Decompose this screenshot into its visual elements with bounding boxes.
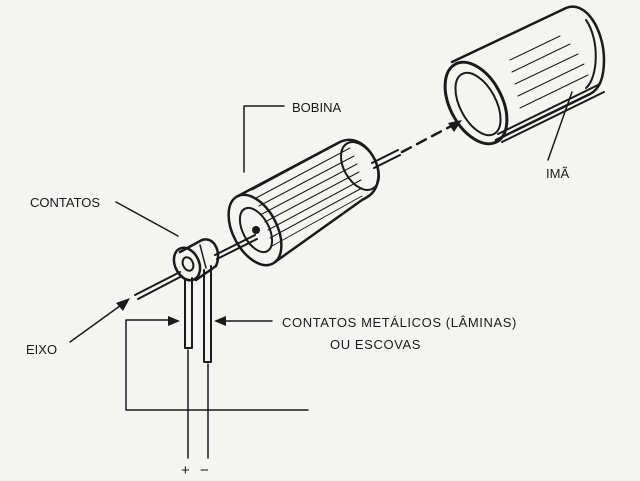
terminal-wires: [125, 319, 309, 459]
commutator: [172, 238, 220, 282]
label-eixo: EIXO: [26, 342, 57, 357]
arrowhead-icon: [116, 298, 130, 311]
coil: [227, 138, 380, 267]
magnet: [443, 5, 606, 146]
label-ou-escovas: OU ESCOVAS: [330, 337, 421, 352]
leader-lines: [69, 91, 573, 343]
brushes: [184, 265, 212, 363]
label-minus: −: [200, 462, 209, 479]
label-contatos: CONTATOS: [30, 195, 100, 210]
label-bobina: BOBINA: [292, 100, 341, 115]
arrowhead-icon: [214, 316, 226, 326]
arrowhead-icon: [168, 316, 180, 326]
label-plus: +: [181, 462, 190, 479]
dashed-assembly-line: [400, 120, 462, 154]
label-contatos-metalicos: CONTATOS METÁLICOS (LÂMINAS): [282, 315, 517, 330]
label-ima: IMÃ: [546, 166, 569, 181]
